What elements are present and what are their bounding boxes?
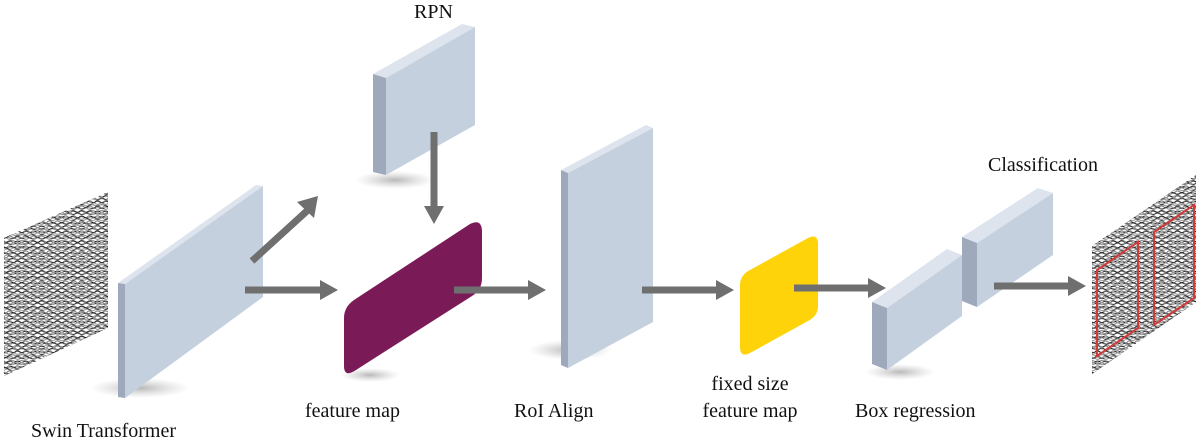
swin-block-front xyxy=(125,186,263,398)
fixed-size-label-line2: feature map xyxy=(702,400,798,422)
classification-label: Classification xyxy=(988,154,1098,176)
roi-block-front xyxy=(568,128,653,368)
rpn-label: RPN xyxy=(414,1,453,23)
arrow-swin-to-rpn xyxy=(249,196,318,264)
classification-block xyxy=(962,188,1053,307)
arrow-to-output xyxy=(994,276,1086,296)
rpn-block-top xyxy=(373,24,475,78)
arrow-swin-to-feature-map xyxy=(245,280,338,300)
swin-block-top xyxy=(118,185,263,284)
input-seismic-image xyxy=(4,192,108,376)
feature-map-label: feature map xyxy=(305,400,400,422)
swin-block-side xyxy=(118,283,125,398)
rpn-block-front xyxy=(386,27,475,175)
rpn-block-side xyxy=(373,74,386,175)
box-block-front xyxy=(887,255,962,370)
fixed-size-feature-map-shape xyxy=(740,236,818,355)
detection-box xyxy=(1096,240,1139,358)
detection-box xyxy=(1153,203,1195,327)
box-regression-block xyxy=(865,249,962,380)
swin-transformer-block xyxy=(90,185,263,398)
arrow-fixed-map-to-box-regression xyxy=(794,278,886,298)
class-block-top xyxy=(962,188,1053,243)
arrow-roi-to-fixed-map xyxy=(642,280,734,300)
class-block-side xyxy=(962,237,977,307)
swin-transformer-label: Swin Transformer xyxy=(31,420,177,442)
box-block-top xyxy=(872,249,962,308)
roi-block-top xyxy=(561,125,653,173)
feature-map-shape xyxy=(340,222,482,382)
roi-block-side xyxy=(561,170,568,368)
arrow-feature-map-to-roi xyxy=(454,280,546,300)
arrow-rpn-to-feature-map xyxy=(424,132,444,224)
output-seismic-image xyxy=(1092,175,1196,374)
box-regression-label: Box regression xyxy=(855,400,976,422)
box-block-side xyxy=(872,302,887,370)
roi-align-label: RoI Align xyxy=(514,400,594,422)
class-block-front xyxy=(977,193,1053,307)
roi-align-block xyxy=(528,125,653,368)
rpn-block xyxy=(355,24,475,189)
fixed-size-label-line1: fixed size xyxy=(711,373,789,395)
